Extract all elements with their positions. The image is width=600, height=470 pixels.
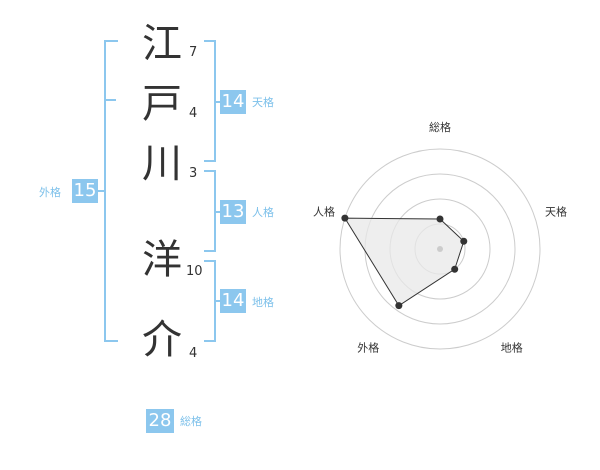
radar-ring-2 — [389, 198, 491, 300]
name-char-1: 江 — [142, 21, 182, 67]
gaikaku-bracket — [104, 40, 118, 342]
radar-point-5 — [341, 214, 349, 222]
radar-point-2 — [460, 237, 468, 245]
name-char-4: 洋 — [142, 237, 182, 283]
radar-axis-label-3: 地格 — [501, 341, 523, 355]
radar-ring-1 — [414, 223, 466, 275]
chikaku-bracket — [204, 260, 216, 342]
radar-axis-label-2: 天格 — [545, 204, 567, 218]
stroke-count-1: 7 — [189, 45, 198, 60]
radar-ring-4 — [339, 148, 541, 350]
tenkaku-bracket — [204, 40, 216, 162]
stroke-count-3: 3 — [189, 166, 198, 181]
gaikaku-bracket-stub — [98, 190, 104, 192]
soukaku-label: 総格 — [180, 415, 202, 428]
jinkaku-label: 人格 — [252, 206, 274, 219]
radar-center-dot — [437, 246, 443, 252]
chikaku-label: 地格 — [252, 296, 274, 309]
jinkaku-value: 13 — [220, 200, 246, 224]
name-char-3: 川 — [142, 141, 182, 187]
gaikaku-label: 外格 — [39, 186, 61, 199]
name-char-5: 介 — [142, 317, 182, 363]
radar-axis-label-4: 外格 — [357, 341, 379, 355]
radar-ring-3 — [364, 173, 516, 325]
jinkaku-bracket-stub — [216, 211, 222, 213]
radar-axis-label-1: 総格 — [429, 120, 451, 134]
chikaku-value: 14 — [220, 289, 246, 313]
soukaku-value: 28 — [146, 409, 174, 433]
tenkaku-label: 天格 — [252, 96, 274, 109]
jinkaku-bracket — [204, 170, 216, 252]
tenkaku-bracket-stub — [216, 101, 222, 103]
name-char-2: 戸 — [142, 81, 182, 127]
tenkaku-value: 14 — [220, 90, 246, 114]
gaikaku-bracket-tick — [104, 99, 116, 101]
radar-points — [341, 214, 468, 310]
gaikaku-value: 15 — [72, 179, 98, 203]
radar-point-4 — [395, 302, 403, 310]
stroke-count-4: 10 — [186, 264, 203, 279]
radar-rings — [339, 148, 541, 350]
stroke-count-5: 4 — [189, 346, 198, 361]
radar-point-3 — [451, 265, 459, 273]
radar-area — [343, 217, 465, 307]
chikaku-bracket-stub — [216, 300, 222, 302]
stroke-count-2: 4 — [189, 106, 198, 121]
radar-axis-label-5: 人格 — [313, 204, 335, 218]
radar-point-1 — [436, 215, 444, 223]
